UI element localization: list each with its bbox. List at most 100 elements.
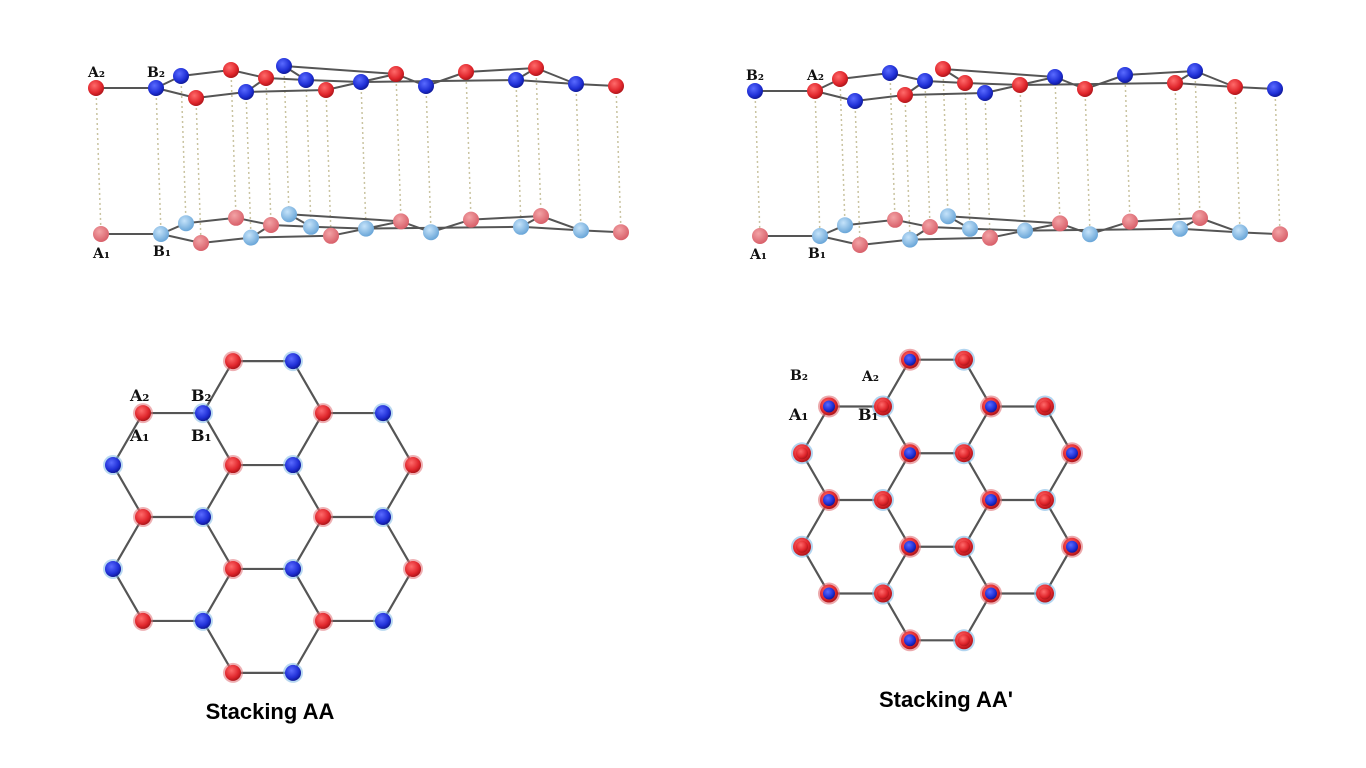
atom-light-blue	[837, 217, 853, 234]
atom-red	[1012, 77, 1028, 93]
label-b2-top-aa-prime: B₂	[790, 368, 808, 384]
interlayer-link	[942, 68, 949, 217]
bond	[465, 67, 537, 73]
atom-red	[135, 405, 151, 422]
label-b2-side-aa: B₂	[147, 65, 165, 81]
atom-blue	[375, 405, 391, 422]
bond	[854, 94, 906, 102]
bond	[202, 620, 234, 674]
atom-light-blue	[178, 215, 194, 232]
panel-stacking-aa: A₂ B₂ A₁ B₁ A₂ B₂ A₁ B₁ Stacking AA	[87, 58, 629, 724]
atom-red	[315, 509, 331, 525]
atom-blue	[977, 85, 993, 101]
atom-light-blue	[358, 220, 374, 237]
label-b1-top-aa-prime: B₁	[858, 405, 879, 424]
interlayer-link	[754, 90, 761, 237]
atom-red	[957, 75, 973, 91]
atom-light-blue	[303, 218, 319, 235]
atom-blue	[985, 587, 997, 600]
bond	[292, 516, 324, 570]
atom-blue	[747, 83, 763, 99]
interlayer-link	[395, 73, 402, 222]
label-a1-top-aa-prime: A₁	[788, 405, 808, 424]
atom-red	[188, 90, 204, 106]
top-view-aa-prime	[791, 348, 1083, 652]
interlayer-link	[425, 85, 432, 233]
atom-light-red	[1122, 213, 1138, 230]
atom-blue	[904, 540, 916, 553]
interlayer-link	[1194, 70, 1201, 219]
atom-blue	[195, 509, 211, 525]
bond	[1019, 82, 1176, 86]
atom-blue	[904, 634, 916, 647]
atom-blue	[276, 58, 292, 74]
atom-red	[958, 353, 970, 366]
atom-blue	[847, 93, 863, 109]
atom-blue	[508, 72, 524, 88]
atom-blue	[1047, 69, 1063, 85]
label-a1-top-aa: A₁	[129, 426, 149, 445]
atom-red	[1039, 587, 1051, 600]
atom-light-blue	[281, 206, 297, 223]
bond	[195, 91, 247, 99]
bond	[859, 238, 911, 246]
atom-red	[258, 70, 274, 86]
atom-light-blue	[1172, 220, 1188, 237]
atom-blue	[195, 612, 211, 629]
atom-red	[877, 494, 889, 506]
atom-blue	[823, 494, 835, 506]
interlayer-link	[1234, 86, 1241, 233]
interlayer-link	[575, 83, 582, 231]
atom-red	[807, 83, 823, 99]
atom-light-blue	[902, 231, 918, 248]
atom-red	[405, 560, 421, 577]
atom-blue	[1117, 67, 1133, 83]
atom-red	[877, 400, 889, 413]
atom-light-blue	[573, 222, 589, 239]
bond	[283, 65, 397, 75]
atom-red	[388, 66, 404, 82]
atom-red	[935, 61, 951, 77]
label-a1-side-aa: A₁	[92, 246, 110, 262]
atom-light-blue	[153, 226, 169, 242]
atom-blue	[285, 457, 301, 474]
atom-blue	[1066, 540, 1078, 553]
bond	[947, 215, 1061, 225]
panel-stacking-aa-prime: B₂ A₂ A₁ B₁ B₂ A₂ A₁ B₁ Stacking AA'	[746, 61, 1288, 712]
atom-blue	[1267, 81, 1283, 97]
interlayer-link	[535, 67, 542, 217]
side-view-aa	[88, 58, 629, 251]
atom-blue	[285, 560, 301, 577]
atom-red	[1227, 79, 1243, 95]
interlayer-link	[305, 79, 312, 227]
atom-light-blue	[940, 208, 956, 225]
atom-red	[135, 612, 151, 629]
atom-blue	[285, 353, 301, 370]
label-a2-side-aa-prime: A₂	[806, 68, 824, 84]
bond	[382, 516, 414, 570]
atom-blue	[285, 664, 301, 681]
atom-light-red	[1052, 215, 1068, 232]
bond	[305, 79, 362, 83]
atom-red	[315, 612, 331, 629]
bond	[245, 89, 327, 93]
atom-light-blue	[812, 228, 828, 244]
atom-red	[528, 60, 544, 76]
atom-red	[832, 71, 848, 87]
atom-light-red	[263, 217, 279, 233]
interlayer-link	[180, 75, 187, 224]
interlayer-link	[1084, 88, 1091, 235]
interlayer-link	[230, 69, 237, 218]
atom-light-red	[228, 209, 244, 226]
atom-blue	[105, 457, 121, 474]
interlayer-link	[1054, 76, 1061, 224]
caption-stacking-aa: Stacking AA	[206, 699, 335, 724]
atom-red	[958, 634, 970, 647]
atom-blue	[904, 447, 916, 460]
atom-blue	[148, 80, 164, 96]
label-b1-side-aa: B₁	[153, 244, 171, 260]
atom-red	[405, 457, 421, 474]
atom-blue	[823, 587, 835, 600]
bond	[1129, 217, 1201, 223]
